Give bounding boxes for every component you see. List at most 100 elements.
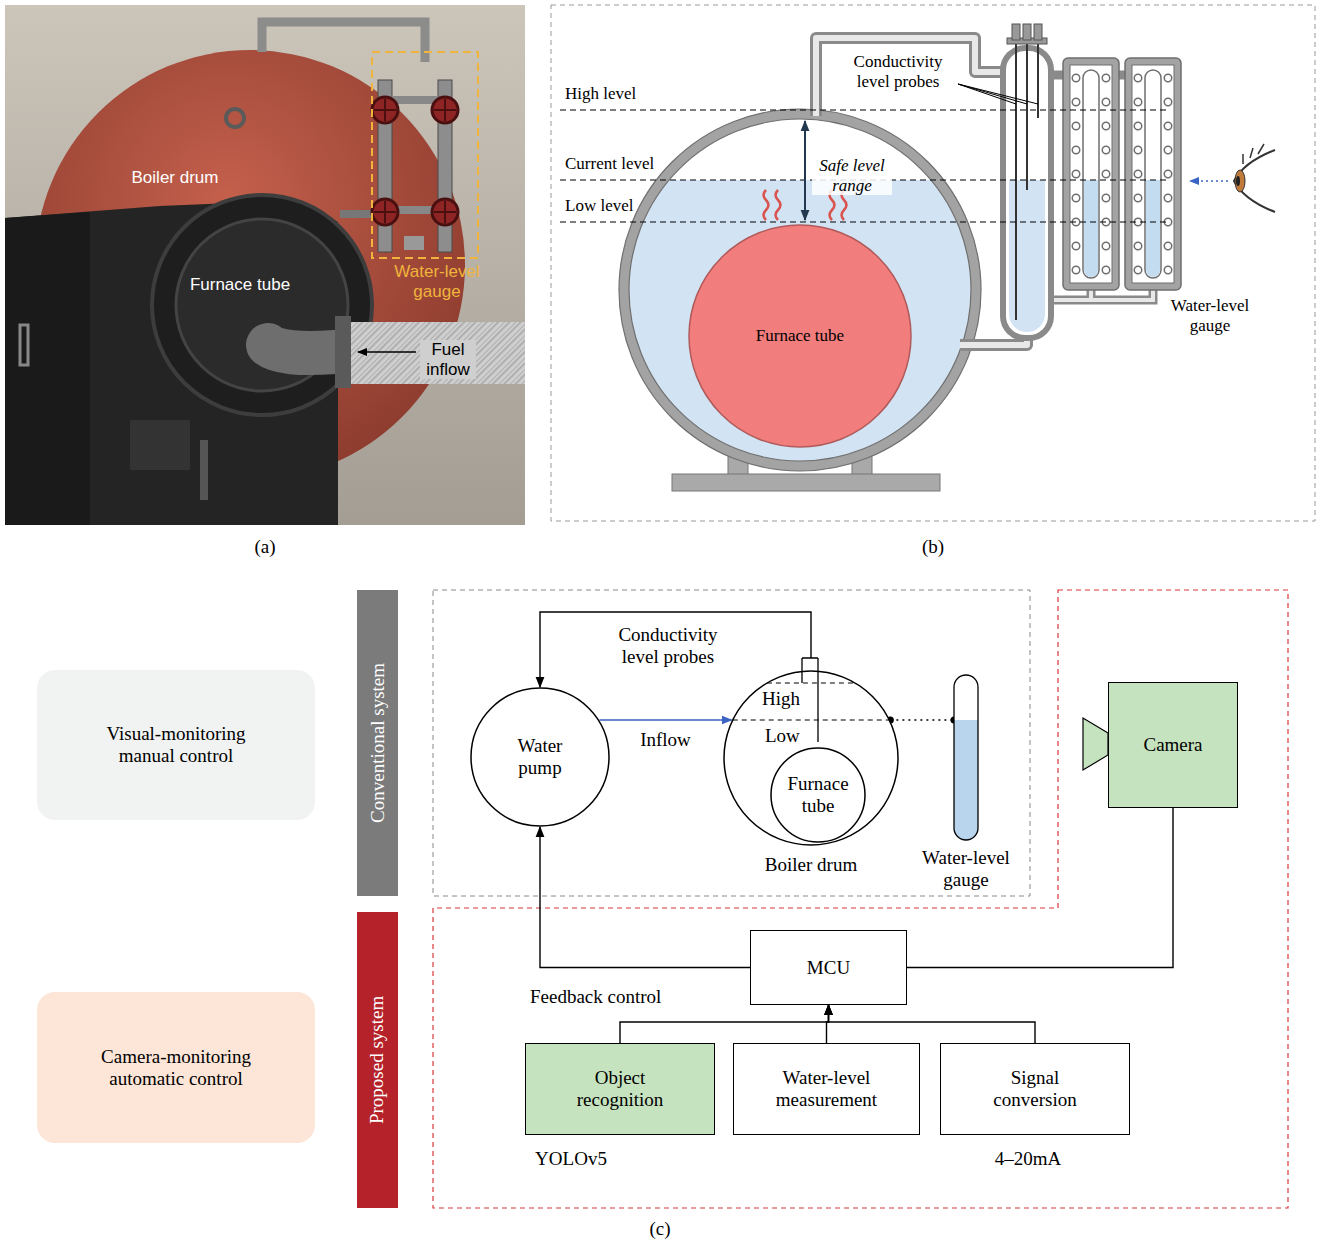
gauge-tube-outline bbox=[911, 675, 1021, 840]
module-box: Object recognitionYOLOv5 bbox=[525, 1043, 715, 1135]
node-text: High bbox=[762, 688, 822, 710]
part-label: Water-level gauge bbox=[1160, 296, 1260, 335]
boiler-photo bbox=[392, 96, 438, 104]
mcu-box: MCU bbox=[750, 930, 907, 1005]
node-text: Boiler drum bbox=[711, 854, 911, 876]
level-line bbox=[733, 720, 890, 721]
boiler-schematic bbox=[1009, 180, 1045, 332]
boiler-schematic bbox=[1102, 78, 1111, 271]
boiler-photo bbox=[5, 212, 90, 525]
boiler-schematic bbox=[1103, 78, 1109, 271]
system-frames bbox=[433, 590, 1288, 1208]
boiler-schematic bbox=[1164, 78, 1173, 271]
part-label: Conductivity level probes bbox=[603, 624, 733, 668]
furnace-circle: Furnace tube bbox=[770, 747, 866, 843]
node-text: Water pump bbox=[500, 735, 580, 779]
boiler-schematic bbox=[1234, 150, 1275, 212]
boiler-schematic bbox=[816, 38, 1006, 116]
boiler-schematic bbox=[1243, 144, 1264, 164]
drum-circle: HighLowBoiler drumFurnace tube bbox=[723, 670, 899, 846]
boiler-photo bbox=[5, 5, 525, 525]
boiler-photo bbox=[372, 52, 478, 258]
node-text: Water-level measurement bbox=[762, 1067, 892, 1111]
boiler-photo bbox=[176, 219, 348, 391]
node-text: MCU bbox=[807, 957, 850, 979]
gauge-glass bbox=[954, 675, 978, 840]
boiler-photo bbox=[351, 322, 525, 384]
boiler-schematic bbox=[619, 109, 981, 471]
node-text: Furnace tube bbox=[782, 773, 854, 817]
node-text: Water-level gauge bbox=[911, 847, 1021, 891]
boiler-schematic bbox=[1134, 78, 1143, 271]
pump-circle: Water pump bbox=[470, 687, 610, 827]
boiler-schematic bbox=[804, 121, 806, 220]
boiler-photo bbox=[200, 440, 208, 500]
flow-arrow bbox=[599, 719, 731, 720]
system-band: Conventional system bbox=[357, 590, 398, 896]
node-text: Object recognition bbox=[555, 1067, 685, 1111]
boiler-photo bbox=[5, 5, 525, 525]
gauge-tube: Water-level gauge bbox=[911, 675, 1021, 840]
boiler-schematic bbox=[1015, 30, 1017, 320]
dotted-connector bbox=[890, 719, 954, 720]
node-text: YOLOv5 bbox=[526, 1148, 616, 1170]
node-text: Signal conversion bbox=[970, 1067, 1100, 1111]
boiler-schematic bbox=[1236, 176, 1240, 186]
level-label: Current level bbox=[565, 154, 705, 174]
circle-outline bbox=[771, 748, 865, 842]
flow-arrow bbox=[540, 827, 750, 968]
boiler-schematic bbox=[1073, 78, 1079, 271]
boiler-schematic bbox=[1012, 24, 1020, 40]
boiler-schematic bbox=[1146, 180, 1160, 277]
boiler-photo bbox=[374, 99, 456, 223]
boiler-schematic bbox=[1023, 24, 1031, 40]
system-frames bbox=[433, 590, 1288, 1208]
boiler-schematic bbox=[551, 5, 1315, 521]
boiler-schematic bbox=[672, 474, 940, 491]
boiler-schematic bbox=[551, 5, 1315, 521]
boiler-photo bbox=[20, 325, 28, 365]
level-line bbox=[767, 683, 855, 684]
boiler-photo bbox=[152, 195, 372, 415]
boiler-schematic bbox=[1084, 180, 1098, 277]
panel-caption: (c) bbox=[630, 1218, 690, 1240]
node-text: Low bbox=[765, 725, 825, 747]
boiler-schematic bbox=[560, 109, 1170, 110]
boiler-photo bbox=[130, 420, 190, 470]
boiler-schematic bbox=[1070, 65, 1112, 283]
gauge-glass bbox=[954, 675, 978, 840]
boiler-photo bbox=[226, 109, 244, 127]
boiler-schematic bbox=[1083, 70, 1099, 278]
boiler-schematic bbox=[620, 180, 980, 480]
edge-label: Inflow bbox=[626, 729, 706, 751]
boiler-schematic bbox=[1145, 70, 1161, 278]
part-label: Furnace tube bbox=[185, 275, 295, 295]
flow-arrow bbox=[829, 1005, 1036, 1043]
part-label: Water-level gauge bbox=[387, 262, 487, 301]
flow-arrow bbox=[620, 1005, 829, 1043]
probe-symbol bbox=[802, 658, 818, 742]
module-box: Signal conversion4–20mA bbox=[940, 1043, 1130, 1135]
boiler-schematic bbox=[1125, 58, 1181, 290]
boiler-photo bbox=[268, 345, 335, 353]
node-text: Visual-monitoring manual control bbox=[86, 723, 266, 767]
circle-outline bbox=[471, 688, 609, 826]
part-label: Conductivity level probes bbox=[843, 52, 953, 91]
node-text: Conventional system bbox=[367, 663, 389, 823]
mode-box: Camera-monitoring automatic control bbox=[37, 992, 315, 1143]
node-text: Furnace tube bbox=[756, 326, 844, 346]
panel-caption: (a) bbox=[235, 536, 295, 558]
camera-box: Camera bbox=[1108, 682, 1238, 808]
boiler-photo bbox=[335, 316, 351, 388]
camera-lens bbox=[1083, 718, 1108, 770]
boiler-schematic bbox=[560, 221, 1170, 222]
boiler-schematic bbox=[958, 84, 1038, 104]
drum-outline bbox=[724, 671, 898, 845]
flow-label: Fuel inflow bbox=[420, 340, 476, 379]
boiler-schematic bbox=[1026, 30, 1028, 190]
boiler-schematic bbox=[1051, 290, 1153, 300]
flow-arrow bbox=[907, 808, 1173, 968]
boiler-schematic bbox=[1165, 78, 1171, 271]
boiler-schematic bbox=[1132, 65, 1174, 283]
